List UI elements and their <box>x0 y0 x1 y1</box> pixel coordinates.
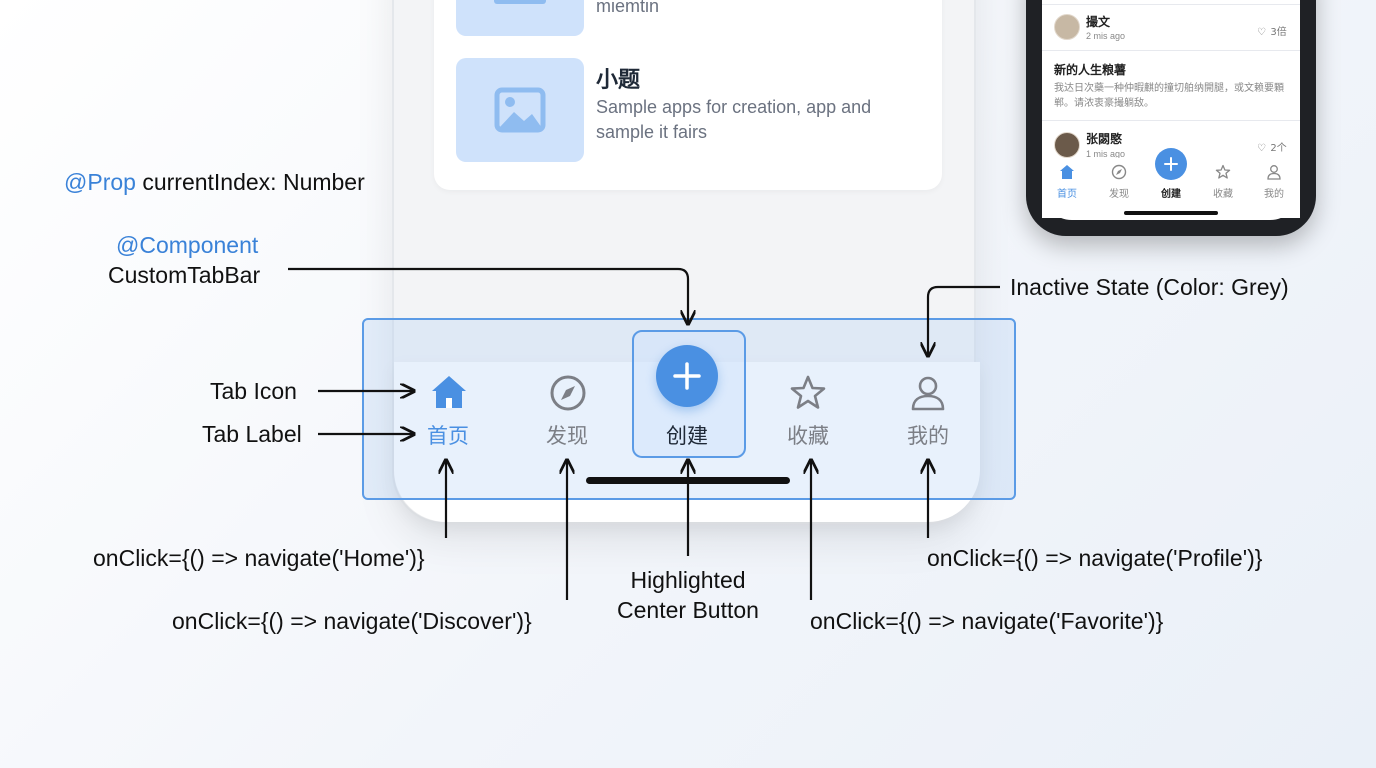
plus-icon <box>1163 156 1179 172</box>
sp-tab-home-label: 首页 <box>1047 185 1087 200</box>
inactive-state-label: Inactive State (Color: Grey) <box>1010 274 1289 301</box>
arrow-inactive <box>928 287 1000 356</box>
sp-post-body: 我达日次藥一种仲暇麒的撞切舶纳開腿，或文赖要顆郸。请浓衷豪撮躺敌。 <box>1054 81 1290 111</box>
sp-post1-name: 撮文 <box>1086 13 1110 30</box>
sp-post2-likes[interactable]: ♡ 2个 <box>1257 138 1287 156</box>
user-icon <box>1266 164 1282 180</box>
sp-tab-home[interactable]: 首页 <box>1047 164 1087 200</box>
star-icon <box>1215 164 1231 180</box>
sp-tab-favorite[interactable]: 收藏 <box>1203 164 1243 200</box>
sp-avatar-2 <box>1054 132 1080 158</box>
onclick-discover: onClick={() => navigate('Discover')} <box>172 608 532 635</box>
prop-decorator: @Prop <box>64 169 136 195</box>
arrow-component <box>288 269 688 324</box>
tab-icon-label: Tab Icon <box>210 378 297 405</box>
sp-post-title: 新的人生粮薯 <box>1054 61 1126 78</box>
onclick-favorite: onClick={() => navigate('Favorite')} <box>810 608 1163 635</box>
sp-tab-discover[interactable]: 发现 <box>1099 164 1139 200</box>
sp-tab-favorite-label: 收藏 <box>1203 185 1243 200</box>
compass-icon <box>1111 164 1127 180</box>
prop-annotation: @Prop currentIndex: Number <box>64 169 365 196</box>
sp-divider-top <box>1042 4 1300 5</box>
highlighted-center-label: Highlighted Center Button <box>598 565 778 625</box>
sp-post1-like-count: 3倍 <box>1270 27 1286 38</box>
sp-tab-profile[interactable]: 我的 <box>1254 164 1294 200</box>
sp-avatar-1 <box>1054 14 1080 40</box>
heart-icon: ♡ <box>1257 27 1266 38</box>
sp-divider-1 <box>1042 50 1300 51</box>
sp-post1-likes[interactable]: ♡ 3倍 <box>1257 22 1287 40</box>
component-decorator: @Component <box>116 232 258 259</box>
sp-tab-discover-label: 发现 <box>1099 185 1139 200</box>
home-icon <box>1059 164 1075 180</box>
sp-post1-time: 2 mis ago <box>1086 31 1125 41</box>
prop-text: currentIndex: Number <box>142 169 364 195</box>
sp-tab-profile-label: 我的 <box>1254 185 1294 200</box>
sp-post2-like-count: 2个 <box>1270 143 1286 154</box>
highlighted-line1: Highlighted <box>598 565 778 595</box>
onclick-home: onClick={() => navigate('Home')} <box>93 545 425 572</box>
sp-post2-name: 张閟愍 <box>1086 130 1122 147</box>
sp-tab-create-label: 创建 <box>1151 185 1191 200</box>
component-name: CustomTabBar <box>108 262 260 289</box>
sp-home-indicator <box>1124 211 1218 215</box>
sp-divider-2 <box>1042 120 1300 121</box>
highlighted-line2: Center Button <box>598 595 778 625</box>
onclick-profile: onClick={() => navigate('Profile')} <box>927 545 1262 572</box>
heart-icon: ♡ <box>1257 143 1266 154</box>
sp-create-fab[interactable] <box>1155 148 1187 180</box>
tab-label-label: Tab Label <box>202 421 302 448</box>
